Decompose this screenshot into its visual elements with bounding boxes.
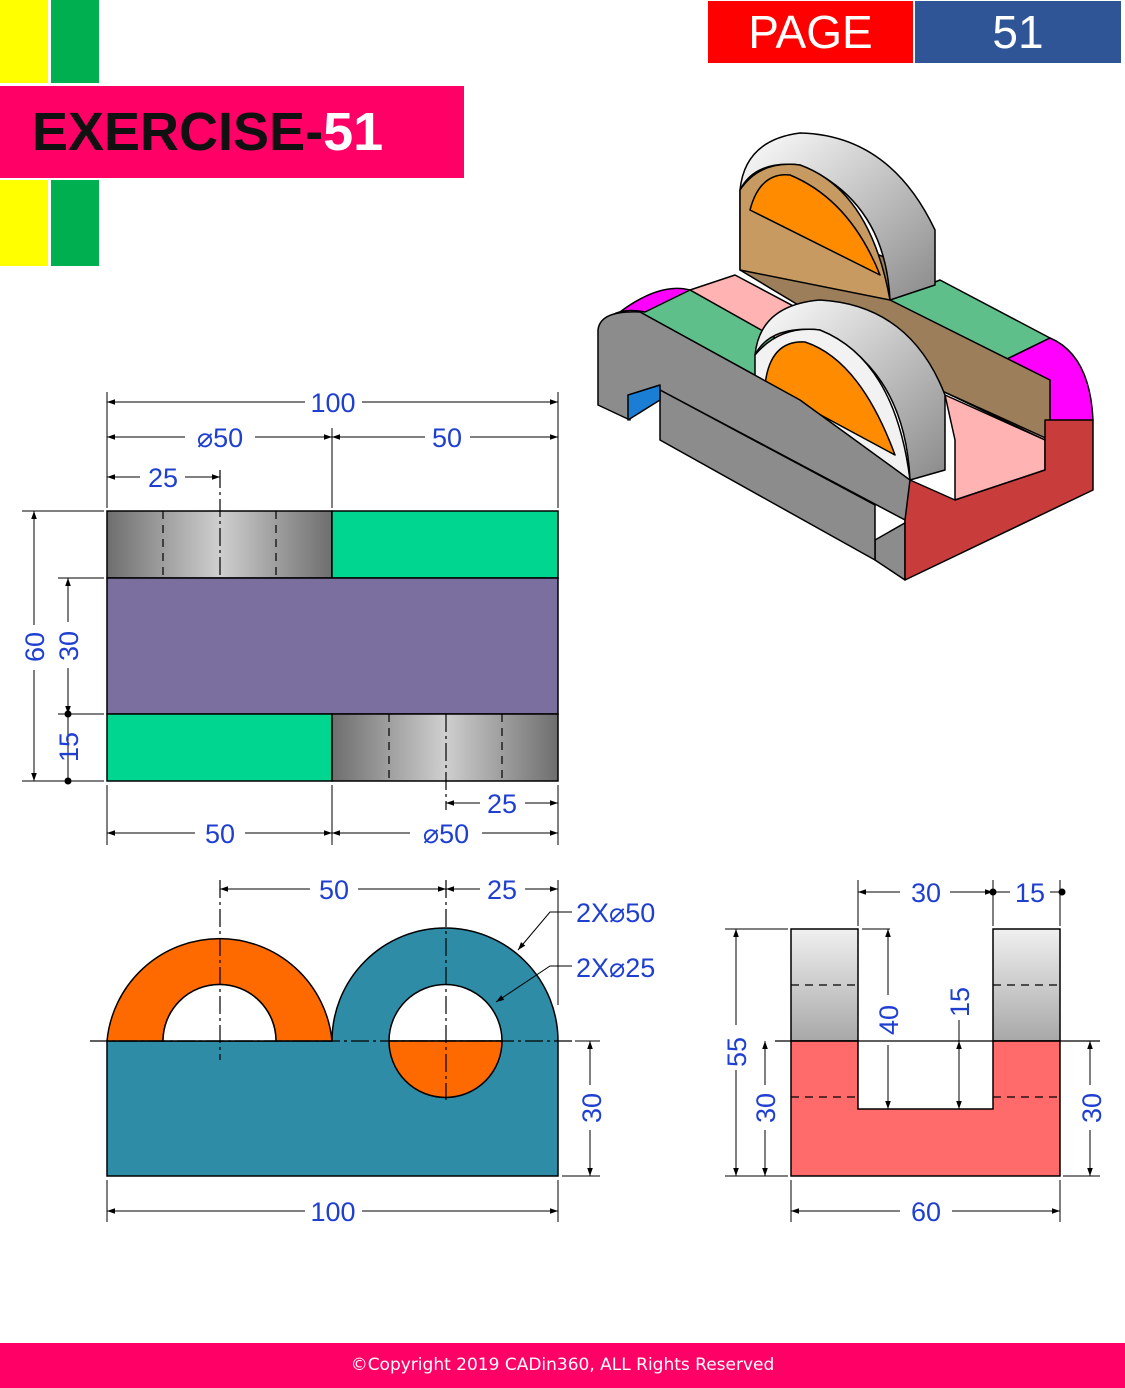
top-right-mint	[331, 510, 559, 579]
top-bottom-right-cylinder	[331, 713, 559, 782]
side-dim-overall-height: 55	[722, 1037, 752, 1067]
side-dim-slot-bottom: 15	[945, 987, 975, 1017]
iso-back-arc-hole	[749, 174, 881, 276]
top-view: 100 ⌀50 50 25 60 30 15 50 ⌀50 25	[20, 388, 559, 849]
iso-gray-lower	[659, 389, 876, 561]
front-callout-outer: 2X⌀50	[576, 898, 655, 928]
top-dim-bottom-depth: 15	[54, 732, 84, 762]
side-salmon-base	[790, 1040, 1061, 1177]
side-view: 30 15 55 30 40 15 30 60	[722, 878, 1107, 1227]
top-dim-overall-depth: 60	[20, 632, 50, 662]
top-dim-bottom-hole-center: 25	[487, 789, 517, 819]
top-dim-hole-center: 25	[148, 463, 178, 493]
side-dim-base-height-left: 30	[751, 1093, 781, 1123]
technical-drawing: 100 ⌀50 50 25 60 30 15 50 ⌀50 25	[20, 132, 1107, 1227]
isometric-view	[597, 132, 1094, 581]
side-dim-slot-depth: 40	[874, 1005, 904, 1035]
top-dim-center-depth: 30	[54, 631, 84, 661]
iso-blue-slot	[627, 384, 661, 421]
corner-green-block-bottom	[51, 180, 99, 266]
side-dim-wall-thickness: 15	[1015, 878, 1045, 908]
front-dim-center-spacing: 50	[319, 875, 349, 905]
iso-front-arc-hole	[764, 341, 896, 456]
front-view: 50 25 2X⌀50 2X⌀25 30 100	[90, 875, 655, 1227]
iso-red-side	[904, 419, 1094, 581]
front-dim-overall-width: 100	[310, 1197, 355, 1227]
front-callout-inner: 2X⌀25	[576, 953, 655, 983]
footer-copyright: ©Copyright 2019 CADin360, ALL Rights Res…	[0, 1343, 1125, 1388]
exercise-banner	[0, 86, 464, 178]
side-dim-base-height-right: 30	[1077, 1093, 1107, 1123]
exercise-title: EXERCISE-51	[32, 100, 383, 164]
exercise-number: 51	[323, 102, 384, 162]
page-label: PAGE	[708, 1, 913, 63]
corner-yellow-block-bottom	[0, 180, 48, 266]
top-center-purple	[106, 577, 559, 715]
corner-yellow-block-top	[0, 0, 48, 83]
side-dim-overall-width: 60	[911, 1197, 941, 1227]
top-dim-hole-diameter: ⌀50	[197, 423, 243, 453]
front-dim-base-height: 30	[577, 1093, 607, 1123]
top-dim-overall-width: 100	[310, 388, 355, 418]
top-dim-bottom-left-width: 50	[205, 819, 235, 849]
top-dim-bottom-hole-diameter: ⌀50	[423, 819, 469, 849]
front-dim-right-offset: 25	[487, 875, 517, 905]
page-number: 51	[915, 1, 1121, 63]
top-dim-right-width: 50	[432, 423, 462, 453]
exercise-word: EXERCISE-	[32, 102, 324, 162]
corner-green-block-top	[51, 0, 99, 83]
top-bottom-left-mint	[106, 713, 333, 782]
side-dim-slot-width: 30	[911, 878, 941, 908]
